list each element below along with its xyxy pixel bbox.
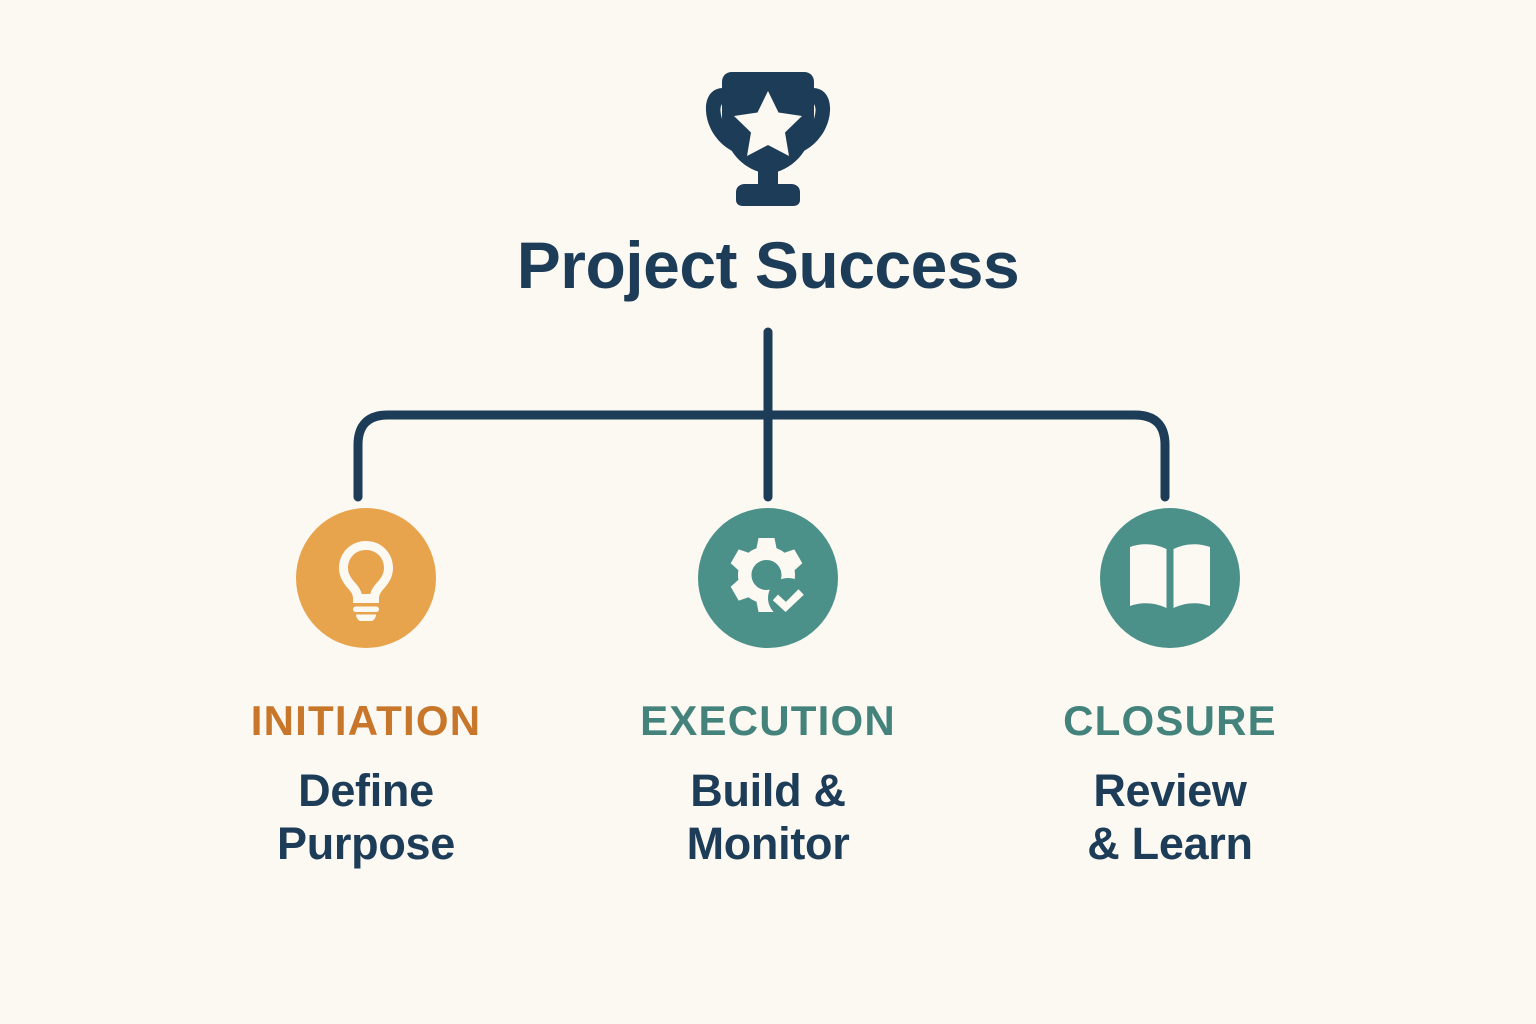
branch-row: INITIATION Define Purpose bbox=[0, 508, 1536, 870]
branch-description-line2: & Learn bbox=[1087, 818, 1253, 870]
branch-icon-circle-execution bbox=[698, 508, 838, 648]
branch-description-initiation: Define Purpose bbox=[277, 764, 455, 870]
branch-description-line1: Build & bbox=[690, 765, 846, 816]
trophy-icon bbox=[692, 70, 844, 210]
gear-check-icon bbox=[724, 534, 812, 622]
branch-description-closure: Review & Learn bbox=[1087, 764, 1253, 870]
branch-category-execution: EXECUTION bbox=[640, 697, 896, 744]
branch-category-initiation: INITIATION bbox=[250, 697, 482, 744]
root-node: Project Success bbox=[0, 70, 1536, 298]
lightbulb-icon bbox=[323, 535, 409, 621]
connector-right bbox=[763, 410, 1170, 502]
branch-category-closure: CLOSURE bbox=[1063, 697, 1277, 744]
connector-left bbox=[353, 410, 773, 502]
branch-description-execution: Build & Monitor bbox=[687, 764, 850, 870]
branch-icon-circle-closure bbox=[1100, 508, 1240, 648]
page-title: Project Success bbox=[516, 228, 1020, 302]
branch-initiation[interactable]: INITIATION Define Purpose bbox=[165, 508, 567, 870]
branch-execution[interactable]: EXECUTION Build & Monitor bbox=[567, 508, 969, 870]
branch-description-line2: Purpose bbox=[277, 818, 455, 870]
branch-closure[interactable]: CLOSURE Review & Learn bbox=[969, 508, 1371, 870]
branch-description-line1: Define bbox=[298, 765, 434, 816]
branch-description-line2: Monitor bbox=[686, 818, 850, 870]
branch-description-line1: Review bbox=[1093, 765, 1247, 816]
open-book-icon bbox=[1128, 542, 1212, 614]
branch-icon-circle-initiation bbox=[296, 508, 436, 648]
